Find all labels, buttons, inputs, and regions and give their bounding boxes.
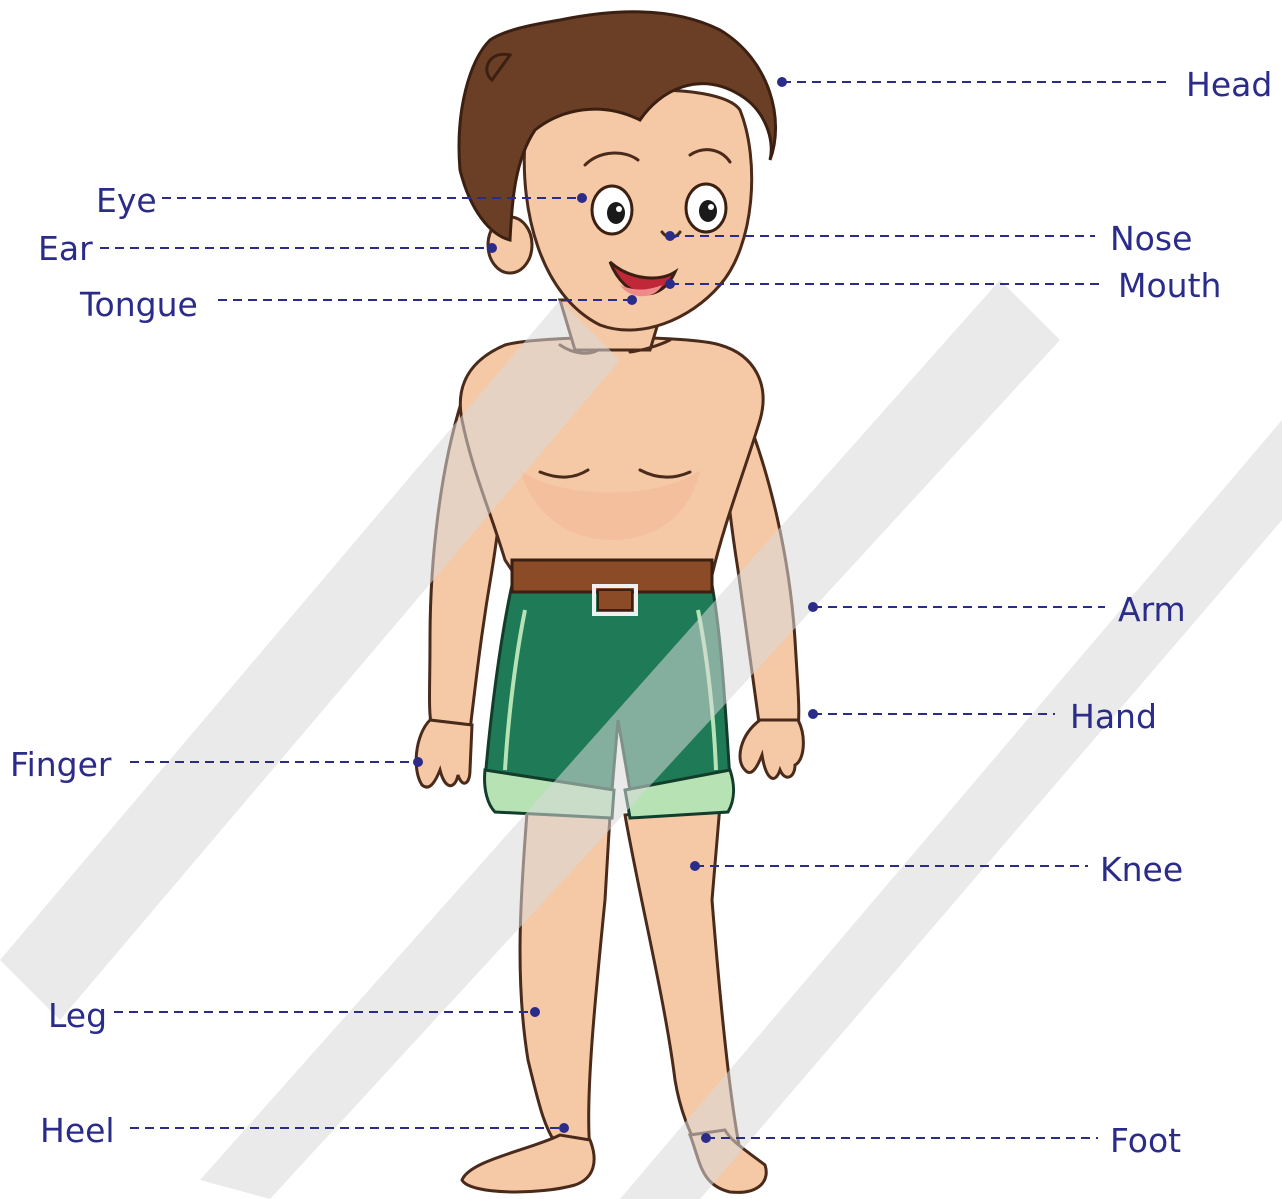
label-tongue: Tongue <box>79 285 198 324</box>
label-head: Head <box>1186 65 1272 104</box>
label-hand: Hand <box>1070 697 1157 736</box>
label-finger: Finger <box>10 745 112 784</box>
label-knee: Knee <box>1100 850 1183 889</box>
label-ear: Ear <box>38 229 93 268</box>
label-nose: Nose <box>1110 219 1192 258</box>
head <box>459 12 776 330</box>
label-arm: Arm <box>1118 590 1186 629</box>
label-mouth: Mouth <box>1118 266 1221 305</box>
label-foot: Foot <box>1110 1121 1181 1160</box>
label-heel: Heel <box>40 1111 115 1150</box>
label-leg: Leg <box>48 996 107 1035</box>
label-eye: Eye <box>96 181 157 220</box>
